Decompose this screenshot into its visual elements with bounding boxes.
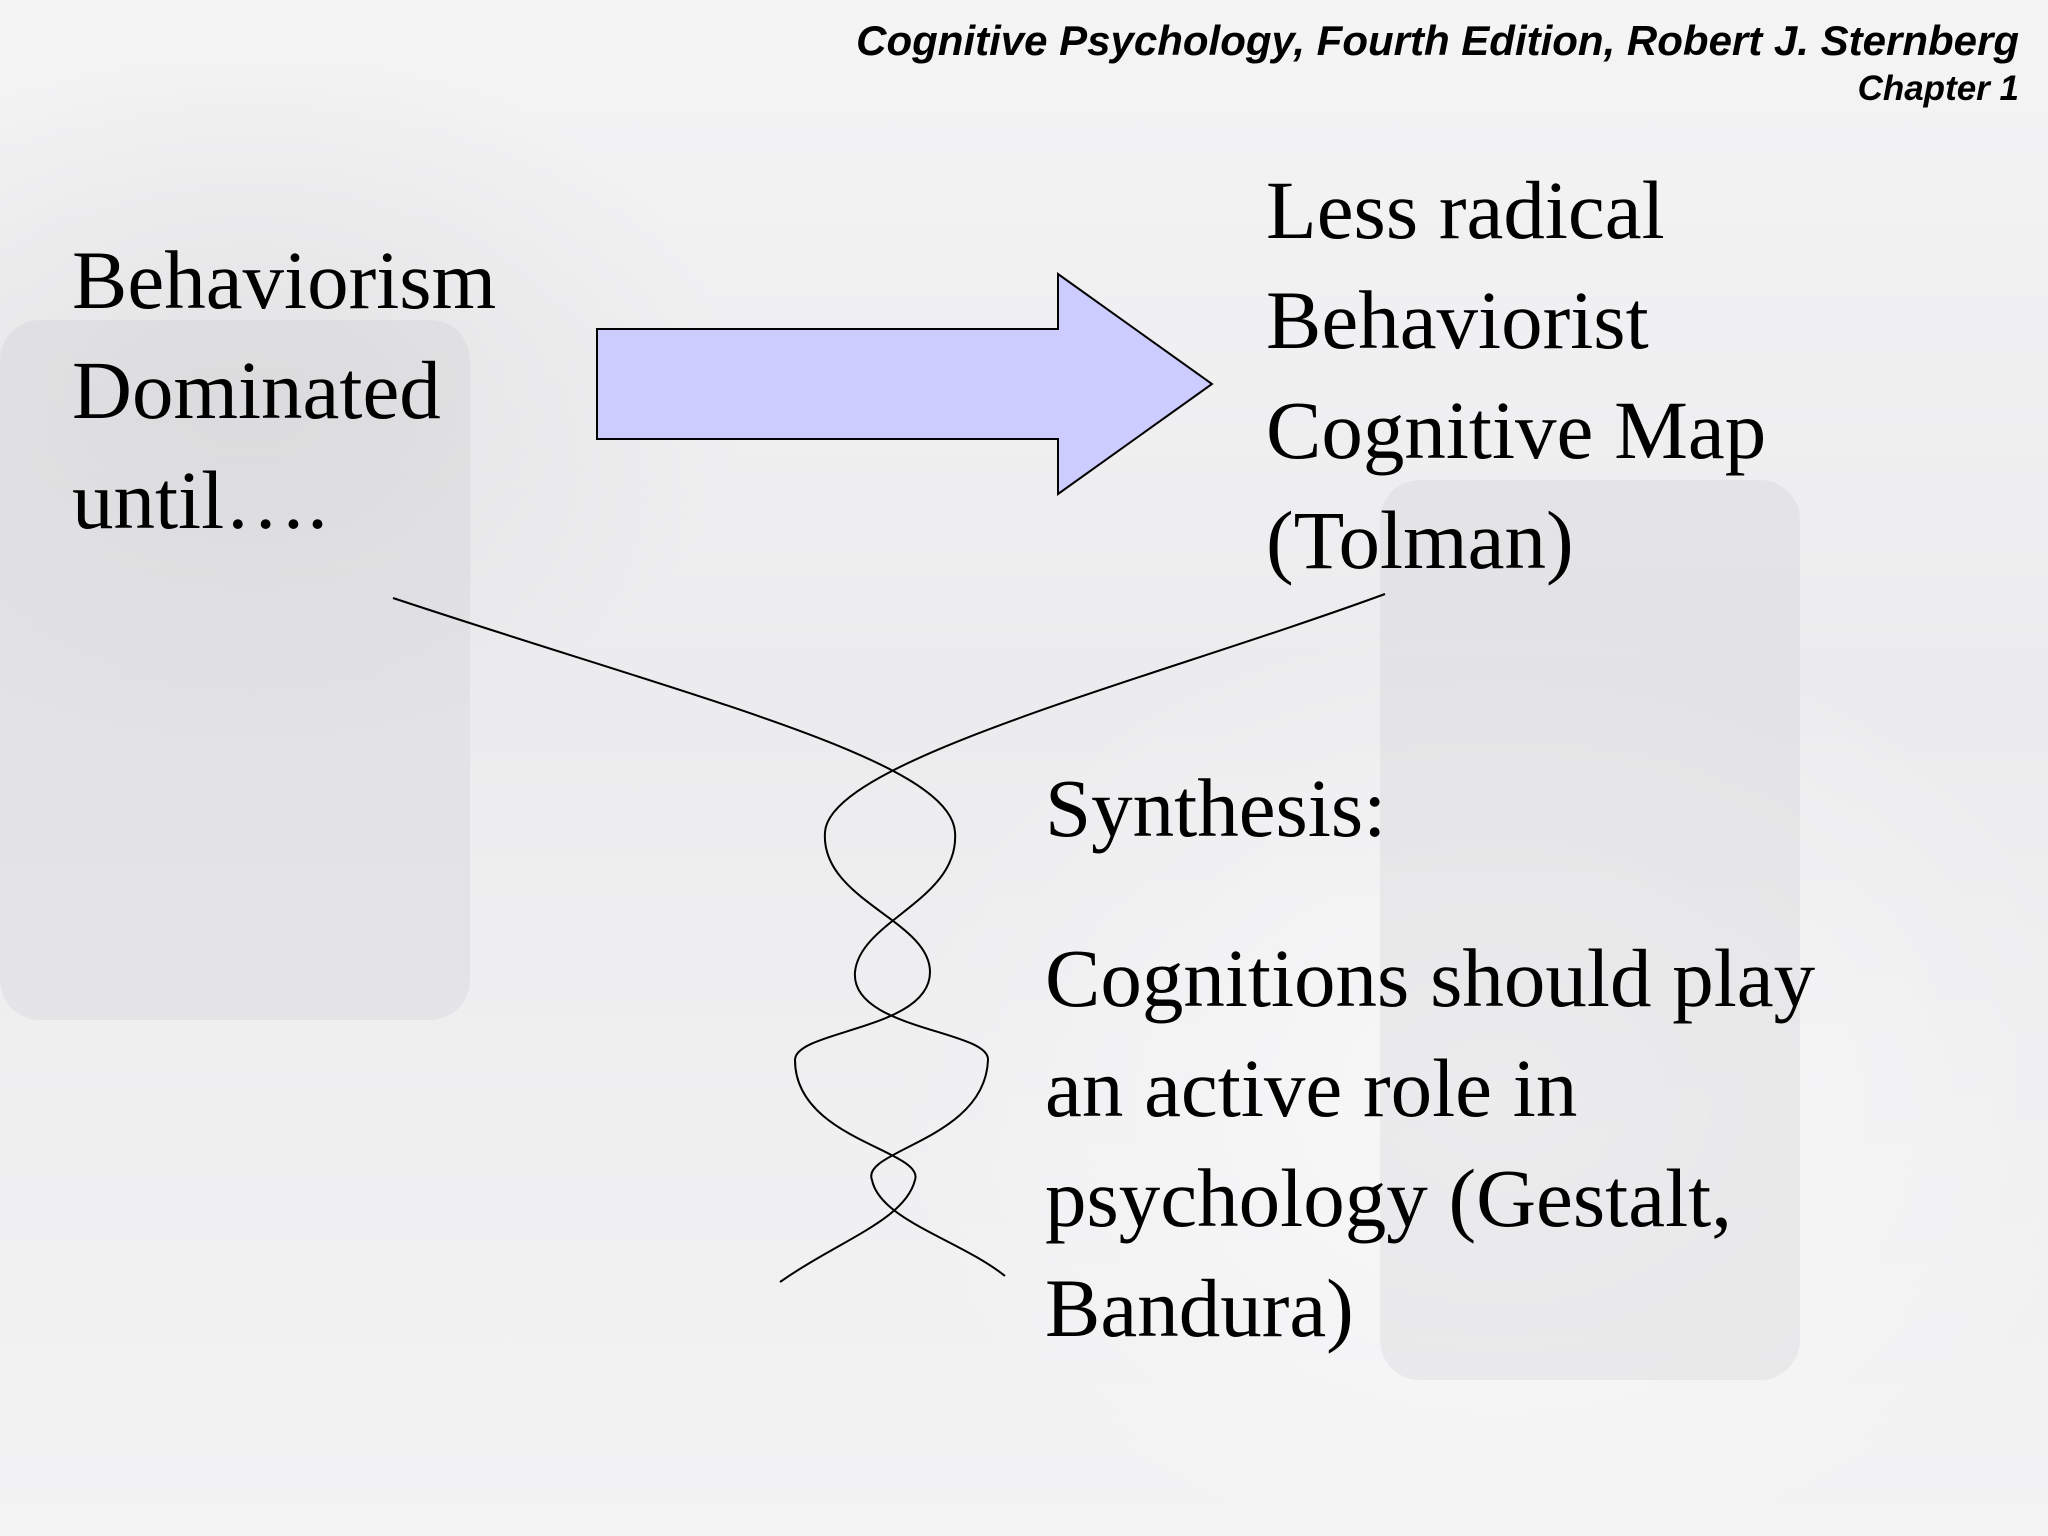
tolman-text: Less radical Behaviorist Cognitive Map (… (1266, 155, 1766, 595)
background-shape-left (0, 320, 470, 1020)
behaviorism-text: Behaviorism Dominated until…. (72, 225, 496, 555)
background-shape-right (1380, 480, 1800, 1380)
dominated-line: Dominated (72, 344, 441, 436)
synthesis-line-3: psychology (Gestalt, (1045, 1152, 1732, 1244)
less-radical-line: Less radical (1266, 164, 1665, 256)
twisting-line-from-right (779, 593, 1386, 1283)
synthesis-line-1: Cognitions should play (1045, 932, 1816, 1024)
synthesis-line-2: an active role in (1045, 1042, 1578, 1134)
until-line: until…. (72, 454, 328, 546)
slide-header: Cognitive Psychology, Fourth Edition, Ro… (856, 14, 2019, 110)
behaviorism-line: Behaviorism (72, 234, 497, 326)
synthesis-body: Cognitions should play an active role in… (1045, 923, 1815, 1363)
synthesis-line-4: Bandura) (1045, 1262, 1354, 1354)
right-arrow-shape (596, 272, 1214, 496)
book-title: Cognitive Psychology, Fourth Edition, Ro… (856, 17, 2019, 64)
tolman-line: (Tolman) (1266, 494, 1574, 586)
chapter-label: Chapter 1 (1857, 69, 2019, 108)
behaviorist-line: Behaviorist (1266, 274, 1649, 366)
cognitive-map-line: Cognitive Map (1266, 384, 1767, 476)
synthesis-heading: Synthesis: (1045, 762, 1387, 854)
twisting-line-from-left (392, 597, 1006, 1277)
